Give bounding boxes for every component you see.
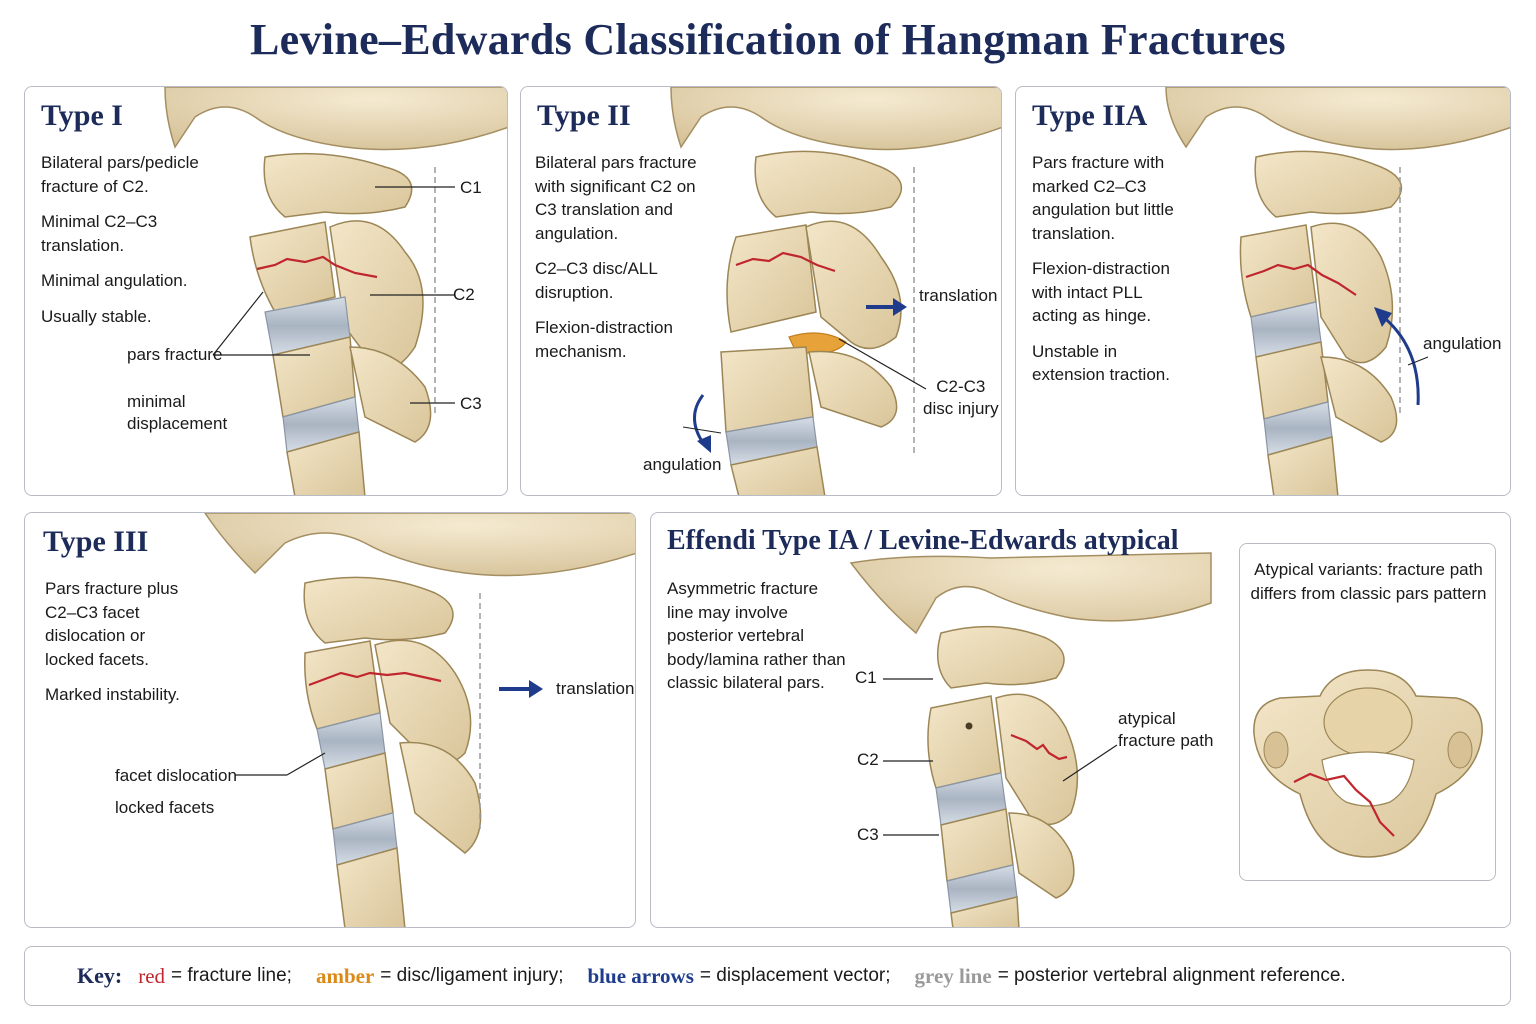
atypical-inset: Atypical variants: fracture path differs… [1239, 543, 1496, 881]
c2-body [927, 695, 1002, 789]
panel-title-type-3: Type III [43, 525, 149, 558]
c2-body [726, 224, 817, 333]
label-c2: C2 [453, 285, 475, 304]
vertebral-foramen [1321, 751, 1415, 807]
spine-illustration-type-2 [670, 87, 1001, 495]
fracture-line [308, 671, 442, 687]
c3-posterior [808, 350, 898, 428]
description-type-2a: Pars fracture with marked C2–C3 angulati… [1032, 153, 1174, 384]
fracture-line [1245, 263, 1357, 296]
label-facet-dislocation: facet dislocation [115, 766, 237, 785]
skull-base [204, 513, 635, 577]
key-red-text: = fracture line; [171, 965, 292, 986]
label-angulation: angulation [643, 455, 722, 474]
c1-vertebra [1254, 150, 1403, 218]
c1-vertebra [303, 576, 454, 644]
c3-posterior [1008, 812, 1075, 899]
key-blue-text: = displacement vector; [699, 965, 891, 986]
angulation-arrow [1380, 313, 1420, 406]
fracture-line [735, 251, 836, 273]
c4-body [950, 896, 1020, 927]
label-pars-fracture: pars fracture [127, 345, 223, 364]
spine-illustration-atypical [849, 552, 1212, 927]
translation-arrow [866, 298, 907, 316]
panel-type-2a: Type IIA Pars fracture with marked C2–C3… [1015, 86, 1511, 496]
c2-body [249, 221, 336, 313]
axial-vertebra-illustration [1253, 669, 1483, 858]
c2-body [1239, 224, 1317, 318]
c3-posterior [349, 346, 432, 443]
panel-type-1: Type I Bilateral pars/pedicle fracture o… [24, 86, 508, 496]
fracture-line [1010, 733, 1068, 761]
description-atypical: Asymmetric fracture line may involve pos… [667, 579, 846, 692]
key-amber: amber [315, 963, 375, 988]
skull-base [670, 87, 1001, 151]
description-type-3: Pars fracture plus C2–C3 facet dislocati… [45, 579, 180, 704]
label-angulation: angulation [1423, 334, 1502, 353]
label-c2: C2 [857, 750, 879, 769]
key-blue: blue arrows [587, 963, 694, 988]
label-atypical-fracture-path: atypical fracture path [1118, 709, 1214, 750]
c3-posterior [1320, 356, 1398, 443]
c4-body [336, 847, 406, 927]
skull-base [1165, 87, 1510, 151]
key-amber-text: = disc/ligament injury; [380, 965, 564, 986]
description-type-1: Bilateral pars/pedicle fracture of C2. M… [41, 153, 199, 326]
panel-title-type-2a: Type IIA [1032, 99, 1148, 132]
key-label: Key: [77, 963, 123, 988]
spine-illustration-type-2a [1165, 87, 1510, 495]
fracture-line [256, 255, 378, 279]
c2-posterior [805, 220, 902, 350]
key-grey: grey line [914, 963, 992, 988]
legend-key: Key: red = fracture line; amber = disc/l… [24, 946, 1511, 1006]
label-minimal-displacement: minimal displacement [127, 392, 228, 433]
c2-posterior [995, 693, 1079, 826]
key-grey-text: = posterior vertebral alignment referenc… [997, 965, 1346, 986]
label-locked-facets: locked facets [115, 798, 215, 817]
page-title: Levine–Edwards Classification of Hangman… [250, 15, 1286, 64]
panel-title-atypical: Effendi Type IA / Levine-Edwards atypica… [667, 525, 1179, 556]
label-disc-injury: C2-C3 disc injury [923, 377, 999, 418]
c1-vertebra [263, 152, 413, 218]
key-red: red [138, 963, 166, 988]
label-c1: C1 [460, 178, 482, 197]
c4-body [286, 431, 366, 495]
translation-arrow [499, 680, 543, 698]
c1-vertebra [754, 150, 903, 218]
skull-base [164, 87, 507, 151]
spine-illustration-type-1 [164, 87, 507, 495]
angulation-arrow [693, 394, 705, 444]
skull-base [849, 552, 1212, 635]
panel-type-2: Type II Bilateral pars fracture with sig… [520, 86, 1002, 496]
atypical-inset-caption: Atypical variants: fracture path differs… [1250, 560, 1487, 603]
panel-type-3: Type III Pars fracture plus C2–C3 facet … [24, 512, 636, 928]
label-c3: C3 [857, 825, 879, 844]
c4-body [1267, 436, 1339, 495]
c4-body [730, 446, 826, 495]
label-translation: translation [919, 286, 998, 305]
label-c1: C1 [855, 668, 877, 687]
c3-posterior [399, 741, 482, 854]
fracture-line [1293, 772, 1395, 837]
panel-title-type-1: Type I [41, 99, 123, 132]
c1-vertebra [936, 625, 1065, 689]
panel-atypical: Effendi Type IA / Levine-Edwards atypica… [650, 512, 1511, 928]
label-translation: translation [556, 679, 635, 698]
label-c3: C3 [460, 394, 482, 413]
panel-title-type-2: Type II [537, 99, 631, 132]
description-type-2: Bilateral pars fracture with significant… [535, 153, 697, 361]
spine-illustration-type-3 [204, 513, 635, 927]
